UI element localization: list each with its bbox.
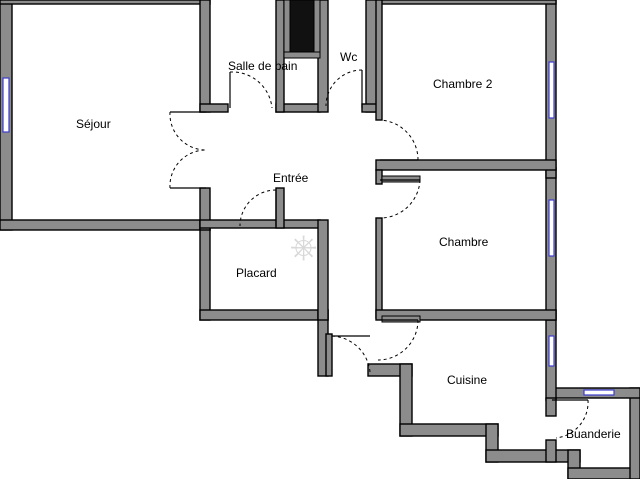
door-sdb-swing <box>229 71 273 109</box>
windows <box>2 61 615 396</box>
wall-placard-left <box>199 219 211 321</box>
wall-chambre-left <box>375 217 383 319</box>
wall-step-4 <box>485 449 581 463</box>
wall-buanderie-left-lower <box>545 439 557 463</box>
window-chambre2 <box>548 61 555 119</box>
duct-shaft <box>289 0 315 53</box>
wall-duct-left <box>275 0 285 113</box>
wall-placard-bottom <box>199 309 329 321</box>
room-label-placard: Placard <box>236 266 277 280</box>
wall-step-2 <box>399 423 499 437</box>
wall-buanderie-right <box>629 387 640 479</box>
wall-sejour-bottom <box>0 219 211 231</box>
duct-wall-right <box>313 0 321 59</box>
door-sejour-lower-swing <box>169 149 207 189</box>
wall-sejour-right-upper <box>199 0 211 113</box>
wall-buanderie-bottom <box>567 467 640 479</box>
window-buanderie <box>583 389 615 396</box>
door-sejour-upper-swing <box>169 111 207 151</box>
room-label-chambre-2: Chambre 2 <box>433 77 493 91</box>
wall-chambre-bottom <box>375 309 557 321</box>
wall-top-right <box>377 0 557 5</box>
wall-chambre-top-stub <box>375 169 383 185</box>
window-cuisine <box>548 335 555 367</box>
wall-cuisine-door-frame <box>381 315 421 323</box>
duct-wall-bottom <box>283 51 321 59</box>
door-cuisine-swing <box>377 319 419 361</box>
room-label-sejour: Séjour <box>76 117 111 131</box>
room-label-salle-de-bain: Salle de bain <box>228 59 297 73</box>
wall-entrance-left-stub <box>325 333 333 377</box>
door-chambre2-swing <box>379 119 419 161</box>
watermark-mark: ⎈ <box>290 227 317 267</box>
wall-chambre-door-frame <box>381 175 421 183</box>
window-chambre <box>548 199 555 257</box>
room-label-chambre: Chambre <box>439 235 489 249</box>
door-chambre-swing <box>379 179 421 219</box>
door-placard-swing <box>239 189 277 227</box>
duct-wall-left <box>283 0 291 59</box>
room-label-entree: Entrée <box>273 171 309 185</box>
wall-placard-door-stub <box>275 187 285 229</box>
wall-chambre2-left <box>375 0 383 121</box>
room-labels: Séjour Salle de bain Wc Chambre 2 Entrée… <box>76 50 621 441</box>
wall-sdb-bottom-left <box>199 103 229 113</box>
room-label-wc: Wc <box>340 50 357 64</box>
window-sejour <box>2 77 10 133</box>
door-buanderie-swing <box>555 399 589 439</box>
room-label-buanderie: Buanderie <box>566 427 621 441</box>
door-entrance-swing <box>331 335 371 373</box>
wall-buanderie-left <box>545 397 557 417</box>
wall-top-sejour <box>0 0 211 5</box>
room-label-cuisine: Cuisine <box>447 373 487 387</box>
wall-placard-right <box>317 219 329 321</box>
door-wc-swing <box>325 69 363 107</box>
doors <box>169 69 589 439</box>
wall-chambre2-bottom <box>375 159 557 171</box>
wall-placard-top <box>199 219 321 229</box>
